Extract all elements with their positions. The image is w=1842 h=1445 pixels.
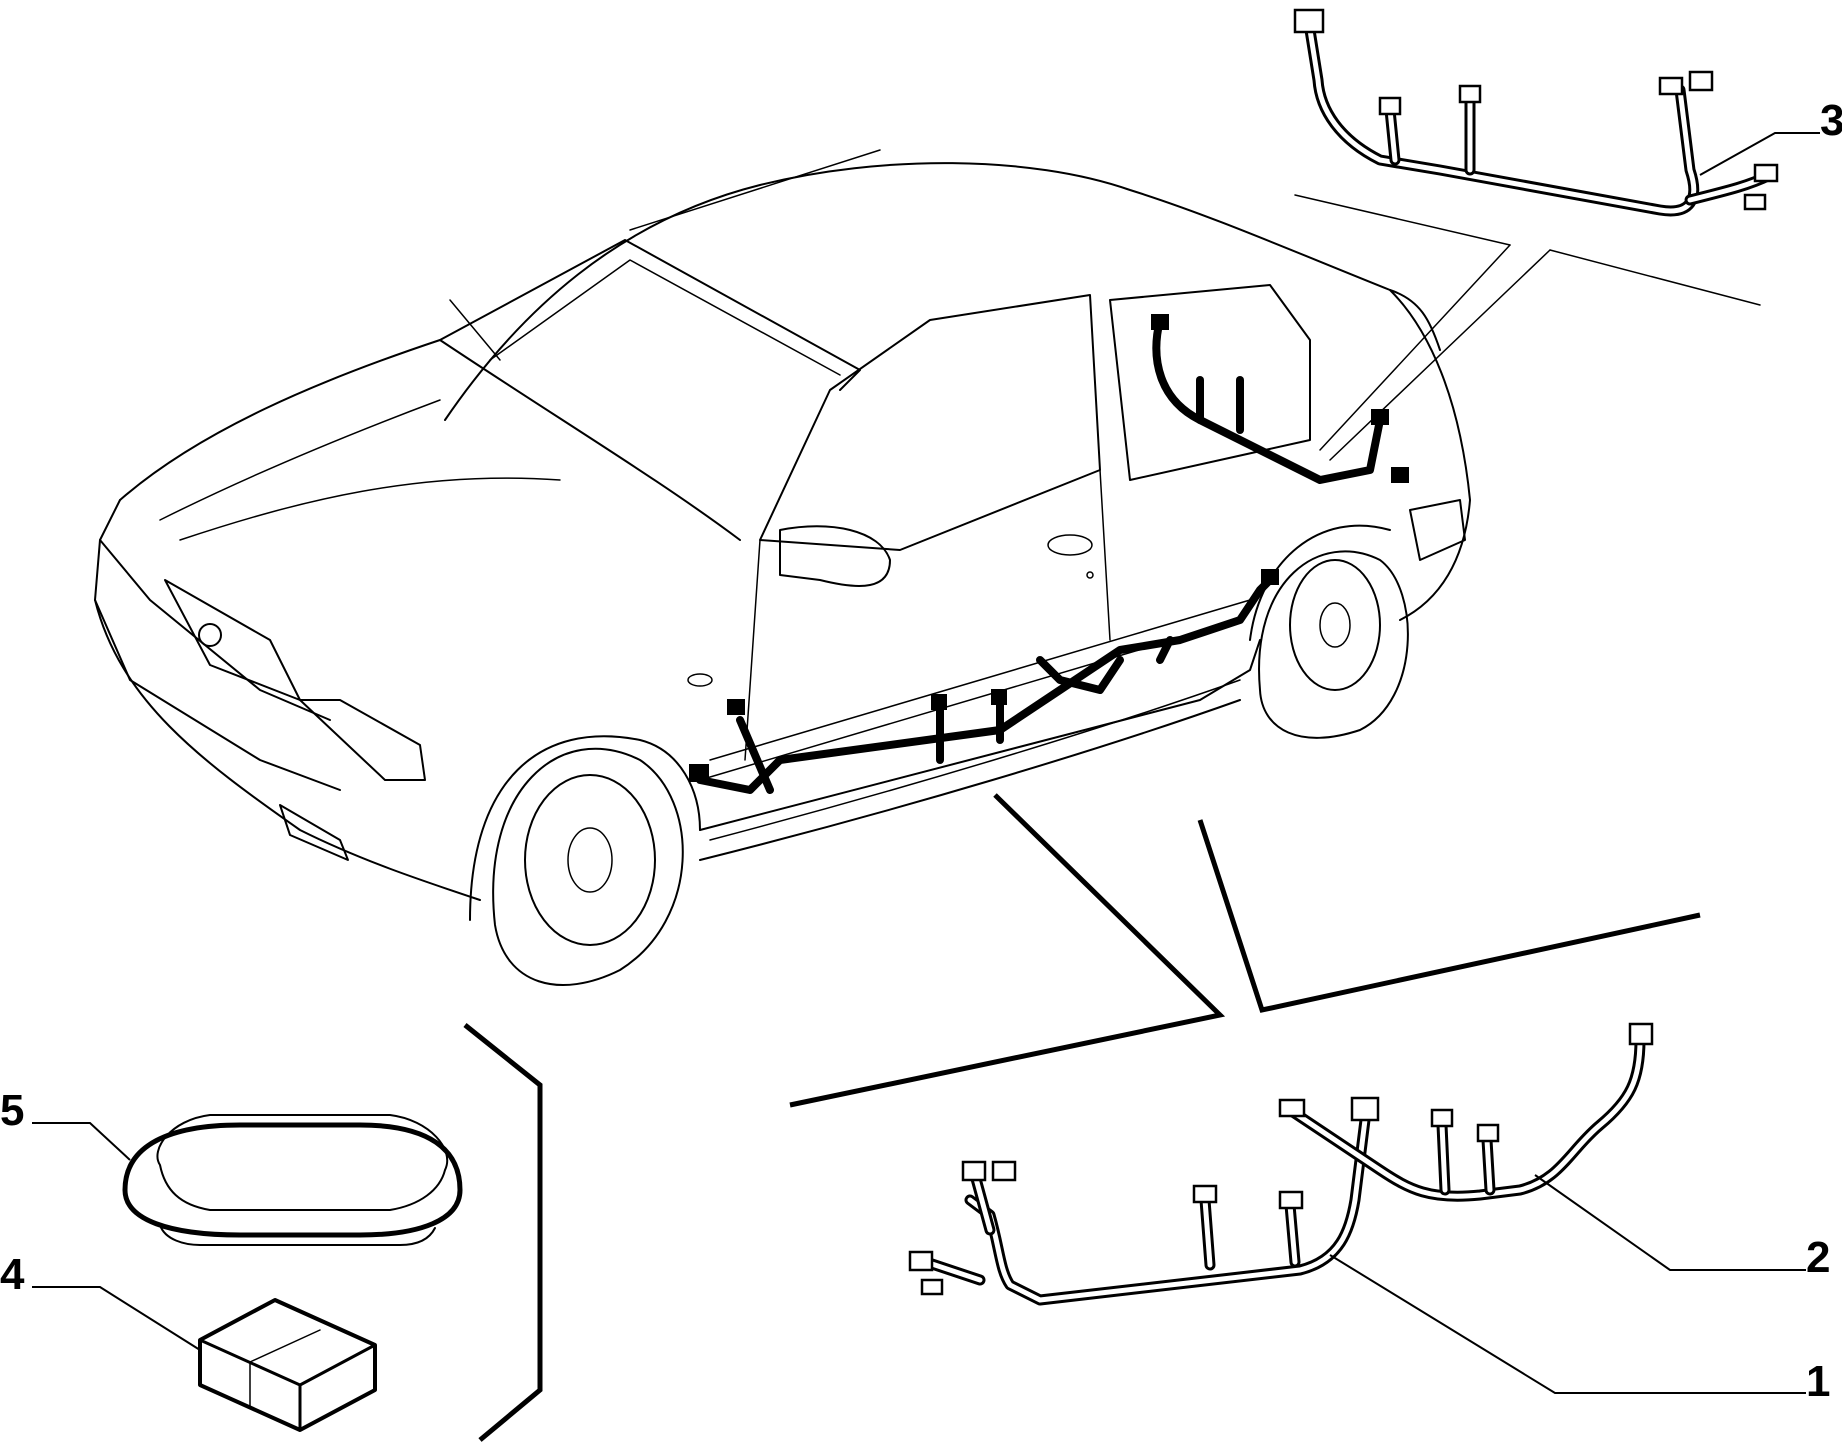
callout-labels: 3 2 1 5 4 — [0, 96, 1842, 1406]
divider-lines — [463, 194, 1761, 1442]
callout-4: 4 — [0, 1250, 25, 1299]
leader-lines — [32, 132, 1820, 1394]
car-illustration — [94, 149, 1471, 986]
callout-1: 1 — [1806, 1357, 1830, 1406]
callout-2: 2 — [1806, 1233, 1830, 1282]
part-2-harness — [1278, 1022, 1654, 1202]
callout-3: 3 — [1820, 96, 1842, 145]
installed-harness — [689, 314, 1409, 794]
part-4-box — [198, 1298, 377, 1432]
part-5-grommet — [122, 1114, 463, 1246]
part-3-rear-harness — [1293, 8, 1779, 217]
part-1-harness — [908, 1096, 1380, 1306]
callout-5: 5 — [0, 1086, 24, 1135]
